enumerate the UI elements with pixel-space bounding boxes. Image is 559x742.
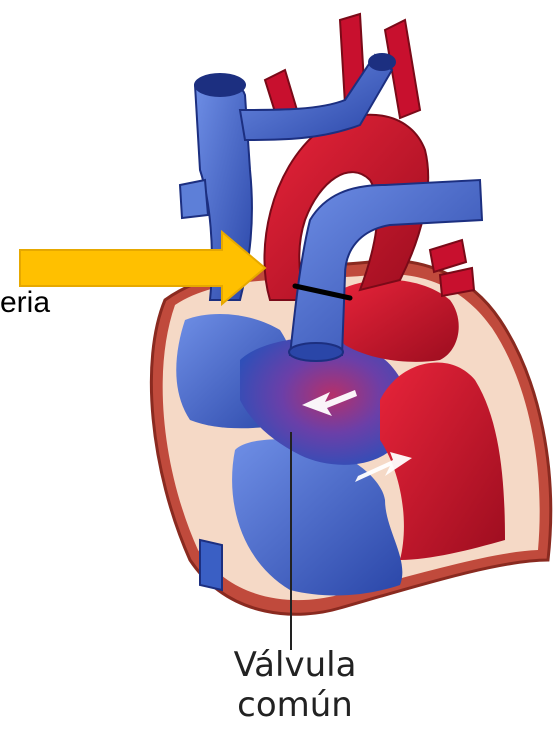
pulmonary-artery-opening <box>289 343 343 361</box>
pointer-arrow <box>20 232 265 304</box>
valve-label-line-1: Válvula <box>195 645 395 685</box>
vein-opening-2 <box>368 53 396 71</box>
valve-label-line-2: común <box>195 685 395 725</box>
vein-stub-left <box>180 180 208 218</box>
partial-label: eria <box>0 286 50 320</box>
inferior-vena-cava <box>200 540 222 590</box>
pulmonary-vein-1 <box>430 240 466 272</box>
vein-opening-1 <box>194 73 246 97</box>
valve-label: Válvula común <box>195 645 395 725</box>
